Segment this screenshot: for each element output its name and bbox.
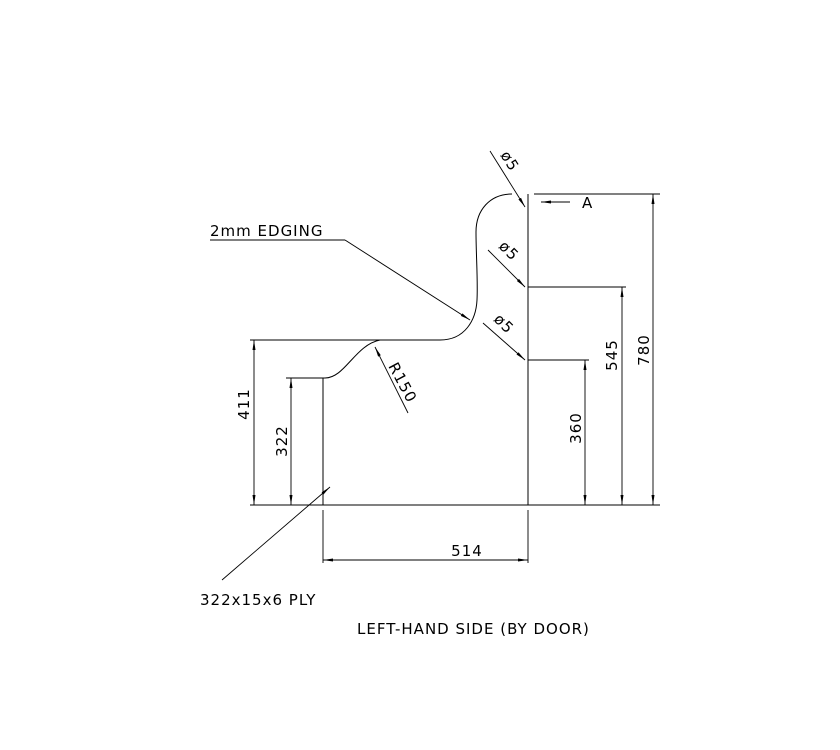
dim-322-label: 322 (273, 425, 291, 457)
part-outline (250, 193, 529, 506)
leader-ply: 322x15x6 PLY (200, 486, 331, 609)
dimension-411: 411 (235, 340, 256, 505)
radius-label: R150 (384, 359, 420, 405)
dimension-322: 322 (273, 378, 293, 505)
leader-edging: 2mm EDGING (210, 222, 471, 321)
dimension-360: 360 (567, 360, 587, 505)
ply-label: 322x15x6 PLY (200, 591, 316, 609)
leader-hole-low: ø5 (482, 310, 526, 361)
dimension-780: 780 (635, 194, 655, 505)
leader-hole-mid: ø5 (487, 237, 526, 288)
dim-360-label: 360 (567, 412, 585, 444)
section-marker-a: A (541, 194, 593, 212)
dim-780-label: 780 (635, 334, 653, 366)
hole-top-label: ø5 (497, 148, 523, 175)
edging-label: 2mm EDGING (210, 222, 323, 240)
dim-514-label: 514 (451, 542, 483, 560)
section-a-label: A (582, 194, 593, 212)
dim-411-label: 411 (235, 388, 253, 420)
dim-545-label: 545 (603, 339, 621, 371)
leader-radius: R150 (374, 346, 421, 414)
extension-lines (250, 193, 660, 563)
dimension-545: 545 (603, 287, 624, 505)
dimension-514: 514 (323, 542, 528, 562)
hole-mid-label: ø5 (495, 237, 522, 264)
drawing-title: LEFT-HAND SIDE (BY DOOR) (357, 620, 590, 638)
